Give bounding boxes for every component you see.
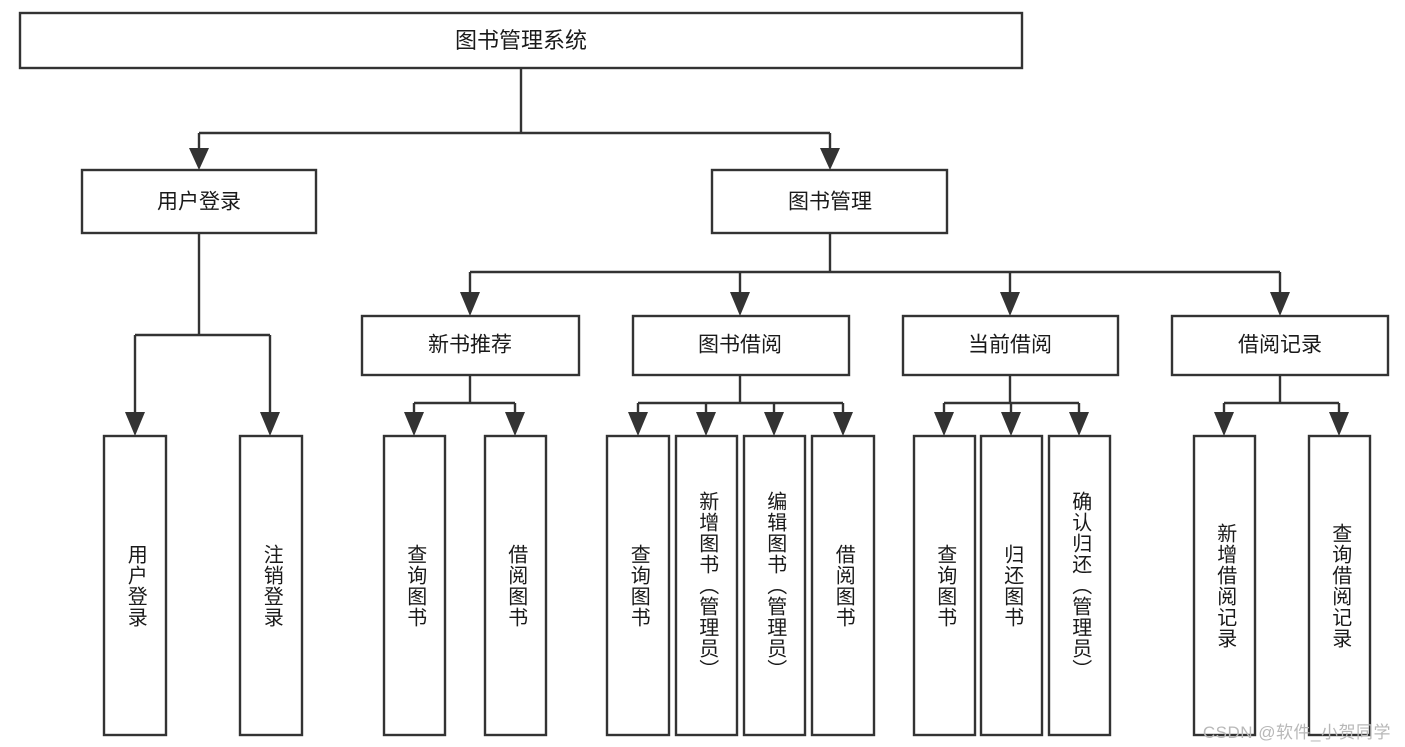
arrow-head-bookborrow-leaf1 (628, 412, 648, 436)
node-user-login-label: 用户登录 (157, 191, 241, 214)
node-current-borrow-label: 当前借阅 (968, 334, 1052, 357)
node-leaf-borrow-book-new[interactable] (483, 434, 548, 737)
node-user-login[interactable] (80, 168, 318, 235)
watermark-text: CSDN @软件_小贺同学 (1202, 723, 1391, 742)
node-root-label: 图书管理系统 (455, 28, 587, 53)
node-new-book-recommend-label: 新书推荐 (428, 334, 512, 357)
connector-layer (125, 68, 1349, 436)
arrow-head-borrow-record (1270, 292, 1290, 316)
arrow-head-userlogin-leaf1 (125, 412, 145, 436)
arrow-head-borrowrecord-leaf1 (1214, 412, 1234, 436)
node-leaf-return-book[interactable] (979, 434, 1044, 737)
node-leaf-user-login[interactable] (102, 434, 168, 737)
node-book-borrow[interactable] (631, 314, 851, 377)
arrow-head-userlogin-leaf2 (260, 412, 280, 436)
arrow-head-new-book (460, 292, 480, 316)
node-leaf-confirm-return-admin[interactable] (1047, 434, 1112, 737)
node-borrow-record[interactable] (1170, 314, 1390, 377)
node-leaf-logout[interactable] (238, 434, 304, 737)
node-leaf-query-book-borrow[interactable] (605, 434, 671, 737)
arrow-head-newbook-leaf1 (404, 412, 424, 436)
node-book-management[interactable] (710, 168, 949, 235)
arrow-head-bookmgmt (820, 148, 840, 170)
node-current-borrow[interactable] (901, 314, 1120, 377)
node-leaf-query-borrow-record[interactable] (1307, 434, 1372, 737)
arrow-head-currentborrow-leaf2 (1001, 412, 1021, 436)
arrow-head-currentborrow-leaf3 (1069, 412, 1089, 436)
arrow-head-newbook-leaf2 (505, 412, 525, 436)
arrow-head-book-borrow (730, 292, 750, 316)
arrow-head-bookborrow-leaf3 (764, 412, 784, 436)
node-leaf-edit-book-admin[interactable] (742, 434, 807, 737)
node-leaf-add-book-admin[interactable] (674, 434, 739, 737)
node-borrow-record-label: 借阅记录 (1238, 334, 1322, 357)
node-book-borrow-label: 图书借阅 (698, 334, 782, 357)
node-leaf-query-book-new[interactable] (382, 434, 447, 737)
node-new-book-recommend[interactable] (360, 314, 581, 377)
arrow-head-borrowrecord-leaf2 (1329, 412, 1349, 436)
node-root[interactable] (18, 11, 1024, 70)
node-leaf-borrow-book[interactable] (810, 434, 876, 737)
arrow-head-userlogin (189, 148, 209, 170)
arrow-head-bookborrow-leaf4 (833, 412, 853, 436)
arrow-head-current-borrow (1000, 292, 1020, 316)
arrow-head-bookborrow-leaf2 (696, 412, 716, 436)
node-book-management-label: 图书管理 (788, 191, 872, 214)
node-layer: 图书管理系统 用户登录 图书管理 新书推荐 图书借阅 当前借阅 借阅记录 (18, 11, 1390, 737)
node-leaf-add-borrow-record[interactable] (1192, 434, 1257, 737)
node-leaf-query-book-current[interactable] (912, 434, 977, 737)
arrow-head-currentborrow-leaf1 (934, 412, 954, 436)
